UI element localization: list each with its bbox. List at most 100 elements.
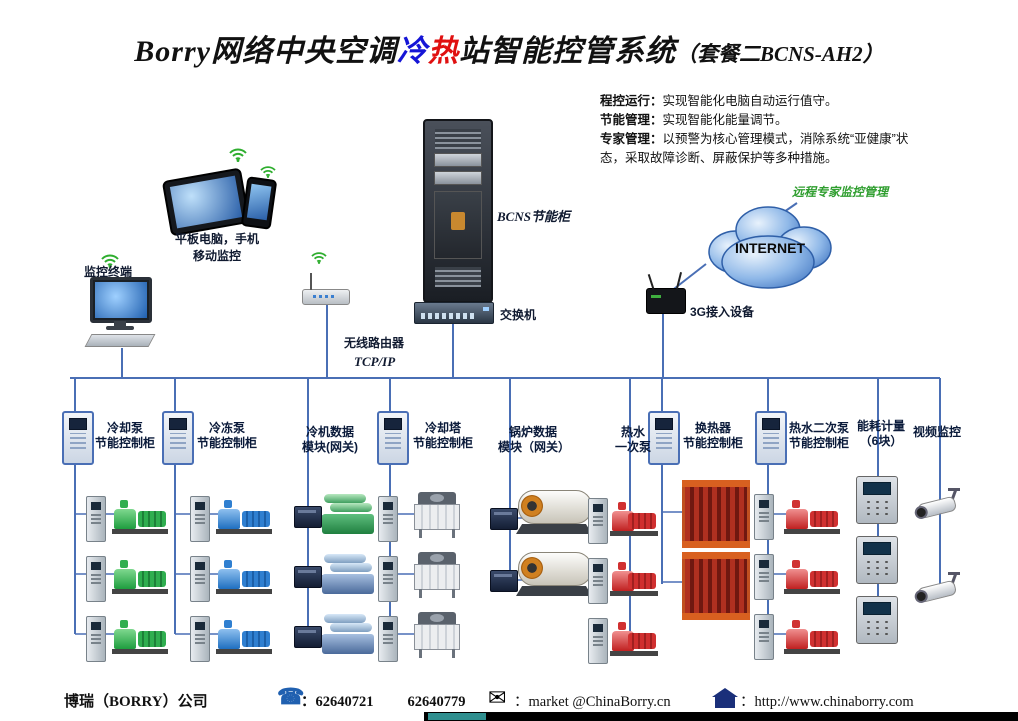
control-pillar xyxy=(754,614,774,660)
monitor-terminal xyxy=(84,277,158,347)
remote-expert-label: 远程专家监控管理 xyxy=(792,185,889,199)
title-cold-char: 冷 xyxy=(396,35,428,68)
control-pillar xyxy=(754,554,774,600)
internet-cloud xyxy=(708,206,832,289)
energy-meter xyxy=(856,596,898,644)
control-pillar xyxy=(378,496,398,542)
3g-label: 3G接入设备 xyxy=(690,305,755,319)
tcpip-label: TCP/IP xyxy=(354,354,396,369)
terminal-label: 监控终端 xyxy=(84,265,133,279)
switch-label: 交换机 xyxy=(500,308,537,322)
chilled-pump xyxy=(216,620,272,654)
router-label: 无线路由器 xyxy=(344,336,405,350)
control-pillar xyxy=(86,616,106,662)
home-icon xyxy=(712,688,738,708)
heat-exchanger xyxy=(682,552,750,620)
network-switch xyxy=(414,302,494,324)
control-pillar xyxy=(190,556,210,602)
bottom-bar xyxy=(424,712,1018,721)
cabinet-label-hotwater-secondary-pump: 热水二次泵节能控制柜 xyxy=(788,421,849,450)
energy-meter xyxy=(856,536,898,584)
hotwater-primary-pump xyxy=(610,502,658,536)
cooling-pump xyxy=(112,500,168,534)
chiller-unit xyxy=(322,614,374,654)
control-pillar xyxy=(588,498,608,544)
hotwater-secondary-pump xyxy=(784,620,840,654)
cabinet-label-chilled-pump: 冷冻泵节能控制柜 xyxy=(196,421,257,450)
control-pillar xyxy=(378,616,398,662)
server-label: BCNS节能柜 xyxy=(497,209,570,224)
cabinet-label-video-surveillance: 视频监控 xyxy=(912,425,961,439)
chiller-unit xyxy=(322,494,374,534)
company-name: 博瑞（BORRY）公司 xyxy=(64,694,208,710)
gateway-module xyxy=(294,626,322,648)
mail-icon: ✉ xyxy=(488,685,507,710)
control-pillar xyxy=(378,556,398,602)
gateway-module xyxy=(490,508,518,530)
chiller-unit xyxy=(322,554,374,594)
control-cabinet-icon xyxy=(755,411,787,465)
control-pillar xyxy=(86,496,106,542)
control-cabinet-icon xyxy=(377,411,409,465)
cctv-camera xyxy=(910,488,962,528)
cabinet-label-chiller-gateway: 冷机数据模块(网关) xyxy=(302,425,358,454)
cctv-camera xyxy=(910,572,962,612)
wifi-icon xyxy=(101,254,119,268)
cooling-tower xyxy=(414,612,460,658)
mobile-label: 平板电脑，手机 移动监控 xyxy=(174,232,259,263)
chilled-pump xyxy=(216,500,272,534)
gateway-module xyxy=(490,570,518,592)
page-title: Borry网络中央空调冷热站智能控管系统（套餐二BCNS-AH2） xyxy=(0,26,1018,70)
cabinet-label-heat-exchanger: 换热器节能控制柜 xyxy=(682,421,743,450)
control-pillar xyxy=(588,558,608,604)
wifi-icon xyxy=(229,148,247,162)
gateway-module xyxy=(294,566,322,588)
control-pillar xyxy=(190,616,210,662)
hotwater-secondary-pump xyxy=(784,560,840,594)
gateway-module xyxy=(294,506,322,528)
note-line-2: 节能管理：实现智能化能量调节。 xyxy=(600,113,788,127)
cooling-tower xyxy=(414,492,460,538)
control-pillar xyxy=(86,556,106,602)
cabinet-label-energy-metering: 能耗计量（6块） xyxy=(856,419,905,448)
feature-notes: 程控运行：实现智能化电脑自动运行值守。 节能管理：实现智能化能量调节。 专家管理… xyxy=(600,92,924,168)
cabinet-label-cooling-pump: 冷却泵节能控制柜 xyxy=(94,421,155,450)
note-line-3: 专家管理：以预警为核心管理模式，消除系统“亚健康”状态，采取故障诊断、屏蔽保护等… xyxy=(600,132,909,165)
hotwater-primary-pump xyxy=(610,562,658,596)
website-url: ：http://www.chinaborry.com xyxy=(740,694,914,710)
hotwater-primary-pump xyxy=(610,622,658,656)
bottom-bar-accent xyxy=(428,713,486,720)
cooling-tower xyxy=(414,552,460,598)
phone-icon: ☎ xyxy=(277,684,305,709)
server-rack xyxy=(423,119,493,303)
cabinet-label-cooling-tower: 冷却塔节能控制柜 xyxy=(412,421,473,450)
internet-label: INTERNET xyxy=(735,240,805,256)
heat-exchanger xyxy=(682,480,750,548)
cabinet-label-boiler-gateway: 锅炉数据模块（网关） xyxy=(498,425,571,454)
cooling-pump xyxy=(112,560,168,594)
wireless-router xyxy=(302,273,350,305)
control-pillar xyxy=(190,496,210,542)
chilled-pump xyxy=(216,560,272,594)
cooling-pump xyxy=(112,620,168,654)
control-pillar xyxy=(754,494,774,540)
control-cabinet-icon xyxy=(62,411,94,465)
boiler xyxy=(514,488,594,534)
cabinet-label-hotwater-primary-pump: 热水一次泵 xyxy=(614,425,651,454)
email-address: ：market @ChinaBorry.cn xyxy=(514,694,671,710)
hotwater-secondary-pump xyxy=(784,500,840,534)
title-part2: 站智能控管系统 xyxy=(458,35,676,68)
boiler xyxy=(514,550,594,596)
wifi-icon xyxy=(311,252,327,264)
title-part1: Borry网络中央空调 xyxy=(134,35,397,68)
control-cabinet-icon xyxy=(648,411,680,465)
3g-modem xyxy=(646,272,686,314)
title-subtitle: （套餐二BCNS-AH2） xyxy=(675,42,884,66)
energy-meter xyxy=(856,476,898,524)
control-cabinet-icon xyxy=(162,411,194,465)
wifi-icon xyxy=(260,166,276,178)
note-line-1: 程控运行：实现智能化电脑自动运行值守。 xyxy=(600,94,838,108)
control-pillar xyxy=(588,618,608,664)
